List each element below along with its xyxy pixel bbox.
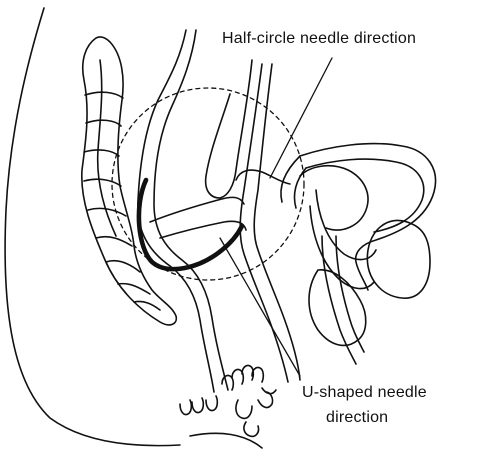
u-shaped-leader-line [220,238,300,376]
sacrum-coccyx [82,37,177,325]
rectum [138,30,252,392]
half-circle-needle-label: Half-circle needle direction [222,29,416,48]
u-shaped-needle-text-line2: direction [302,406,427,431]
half-circle-needle-text: Half-circle needle direction [222,30,416,47]
peritoneal-line [236,170,290,184]
u-shaped-needle-text-line1: U-shaped needle [302,381,427,406]
u-shaped-needle-label: U-shaped needle direction [302,381,427,431]
vagina [240,64,300,382]
needle-region-circle [112,88,304,280]
perineal-folds [180,365,276,436]
